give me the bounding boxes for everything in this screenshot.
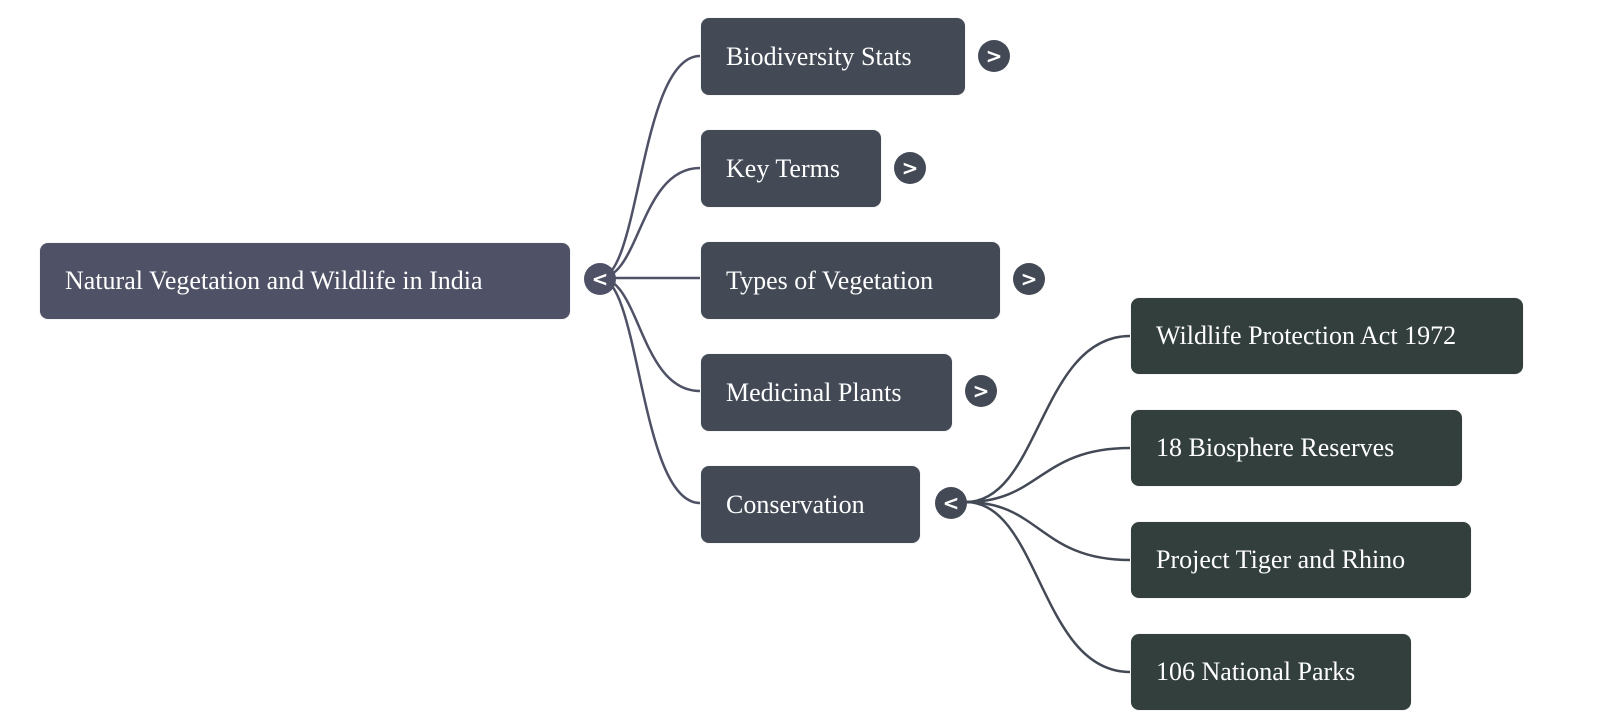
leaf-label: 18 Biosphere Reserves bbox=[1156, 433, 1395, 462]
branch-label: Conservation bbox=[726, 489, 865, 519]
leaf-node-biosphere-reserves[interactable]: 18 Biosphere Reserves bbox=[1131, 410, 1462, 486]
chevron-left-icon: < bbox=[942, 491, 960, 515]
leaf-label: Wildlife Protection Act 1972 bbox=[1156, 321, 1457, 350]
edge-conservation-national-parks bbox=[965, 500, 1131, 674]
chevron-right-icon: > bbox=[972, 379, 990, 403]
branch-node-biodiversity-stats[interactable]: Biodiversity Stats bbox=[701, 18, 965, 95]
branch-label: Biodiversity Stats bbox=[726, 41, 912, 71]
expand-toggle-key-terms[interactable]: > bbox=[894, 152, 926, 184]
expand-toggle-types-of-vegetation[interactable]: > bbox=[1013, 263, 1045, 295]
branch-label: Medicinal Plants bbox=[726, 377, 902, 407]
branch-node-key-terms[interactable]: Key Terms bbox=[701, 130, 881, 207]
edge-conservation-biosphere bbox=[965, 446, 1131, 504]
edge-root-medicinal-plants bbox=[599, 276, 701, 393]
expand-toggle-medicinal-plants[interactable]: > bbox=[965, 375, 997, 407]
branch-node-types-of-vegetation[interactable]: Types of Vegetation bbox=[701, 242, 1000, 319]
edge-root-key-terms bbox=[599, 166, 701, 280]
branch-label: Key Terms bbox=[726, 153, 840, 183]
edge-conservation-project-tiger bbox=[965, 500, 1131, 562]
leaf-node-national-parks[interactable]: 106 National Parks bbox=[1131, 634, 1411, 710]
branch-label: Types of Vegetation bbox=[726, 265, 934, 295]
chevron-left-icon: < bbox=[591, 267, 609, 291]
chevron-right-icon: > bbox=[901, 156, 919, 180]
edge-root-conservation bbox=[599, 276, 701, 505]
branch-node-medicinal-plants[interactable]: Medicinal Plants bbox=[701, 354, 952, 431]
edge-root-biodiversity-stats bbox=[599, 54, 701, 280]
chevron-right-icon: > bbox=[1020, 267, 1038, 291]
branch-node-conservation[interactable]: Conservation bbox=[701, 466, 920, 543]
expand-toggle-biodiversity-stats[interactable]: > bbox=[978, 40, 1010, 72]
collapse-toggle-conservation[interactable]: < bbox=[935, 487, 967, 519]
root-node-label: Natural Vegetation and Wildlife in India bbox=[65, 266, 483, 295]
leaf-label: Project Tiger and Rhino bbox=[1156, 545, 1406, 574]
leaf-label: 106 National Parks bbox=[1156, 657, 1356, 686]
root-node[interactable]: Natural Vegetation and Wildlife in India bbox=[40, 243, 570, 319]
edge-conservation-wildlife-act bbox=[965, 334, 1131, 504]
collapse-toggle-root[interactable]: < bbox=[584, 263, 616, 295]
chevron-right-icon: > bbox=[985, 44, 1003, 68]
leaf-node-project-tiger-rhino[interactable]: Project Tiger and Rhino bbox=[1131, 522, 1471, 598]
leaf-node-wildlife-protection-act[interactable]: Wildlife Protection Act 1972 bbox=[1131, 298, 1523, 374]
